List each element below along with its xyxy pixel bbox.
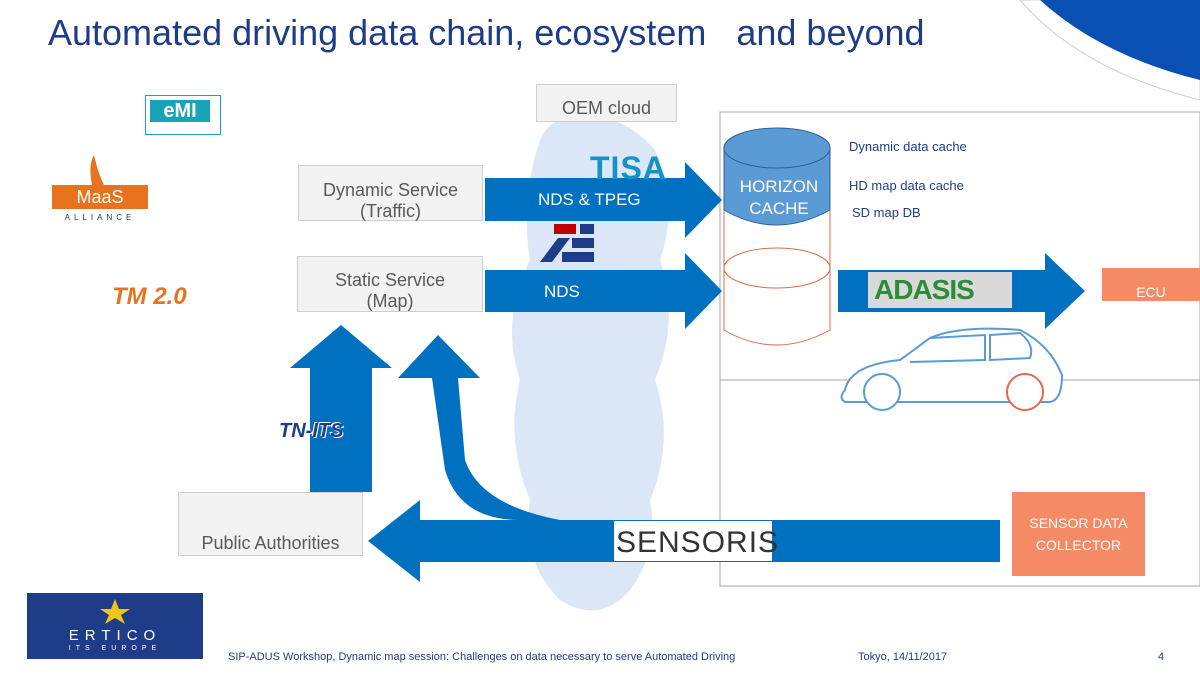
maas-alliance-logo: MaaS ALLIANCE <box>52 155 148 225</box>
nds-tpeg-arrow <box>485 162 722 238</box>
cache-line: CACHE <box>749 199 809 218</box>
oem-cloud-box: OEM cloud <box>536 84 677 122</box>
sensoris-wordmark: SENSORIS <box>616 526 780 559</box>
oem-cloud-label: OEM cloud <box>561 98 652 118</box>
static-service-box: Static Service (Map) <box>297 256 483 312</box>
page-title: Automated driving data chain, ecosystem … <box>48 12 925 53</box>
dynamic-service-box: Dynamic Service (Traffic) <box>298 165 483 221</box>
sensor-line: SENSOR DATA <box>1029 515 1128 531</box>
vehicle-frame <box>719 111 1200 587</box>
horizon-line: HORIZON <box>739 177 819 196</box>
static-service-label: Static Service <box>334 270 446 290</box>
ecu-box: ECU <box>1102 268 1200 301</box>
tm2-logo: TM 2.0 <box>112 283 187 310</box>
map-db-cylinder <box>723 247 831 346</box>
footer-page-number: 4 <box>1158 651 1165 663</box>
nds-mark-icon <box>540 224 594 262</box>
cloud-shape <box>512 118 669 611</box>
adasis-wordmark: ADASIS <box>874 274 975 305</box>
maas-subtitle: ALLIANCE <box>64 213 136 222</box>
emi-wordmark: eMI <box>150 100 210 122</box>
ertico-star-icon <box>100 599 130 624</box>
public-authorities-label: Public Authorities <box>201 533 340 553</box>
hd-cache-label: HD map data cache <box>849 178 964 193</box>
ertico-subtitle: ITS EUROPE <box>68 645 162 652</box>
nds-tpeg-label: NDS & TPEG <box>538 190 641 209</box>
maas-flame-icon <box>90 155 104 185</box>
sd-db-label: SD map DB <box>852 205 921 220</box>
tisa-logo: TISA <box>590 150 667 186</box>
nds-arrow <box>485 253 722 329</box>
dynamic-service-sublabel: (Traffic) <box>360 201 421 221</box>
horizon-cache-label: HORIZON CACHE <box>729 176 829 220</box>
corner-decoration <box>1019 0 1200 101</box>
ecu-label: ECU <box>1136 284 1166 300</box>
ertico-logo: ERTICO ITS EUROPE <box>27 593 203 659</box>
nds-logo <box>540 222 596 264</box>
tn-its-logo: TN-ITS <box>279 420 344 442</box>
ertico-wordmark: ERTICO <box>68 627 162 644</box>
horizon-cache-cylinder <box>723 127 831 226</box>
emi-logo: eMI <box>145 95 221 135</box>
dynamic-service-label: Dynamic Service <box>322 180 459 200</box>
front-wheel-icon <box>863 373 901 411</box>
footer-workshop: SIP-ADUS Workshop, Dynamic map session: … <box>228 651 736 663</box>
footer-place-date: Tokyo, 14/11/2017 <box>858 651 948 663</box>
rear-wheel-icon <box>1006 373 1044 411</box>
tn-its-up-arrow <box>290 325 392 492</box>
maas-wordmark: MaaS <box>52 185 148 209</box>
public-authorities-box: Public Authorities <box>178 492 363 556</box>
sensor-data-collector-box: SENSOR DATA COLLECTOR <box>1012 492 1145 576</box>
sensoris-logo: SENSORIS <box>614 521 778 561</box>
sensoris-curve-arrow <box>398 335 560 520</box>
adasis-logo: ADASIS <box>868 272 1012 308</box>
static-service-sublabel: (Map) <box>366 291 414 311</box>
collector-line: COLLECTOR <box>1035 537 1122 553</box>
nds-label: NDS <box>544 282 580 301</box>
dynamic-cache-label: Dynamic data cache <box>849 139 967 154</box>
